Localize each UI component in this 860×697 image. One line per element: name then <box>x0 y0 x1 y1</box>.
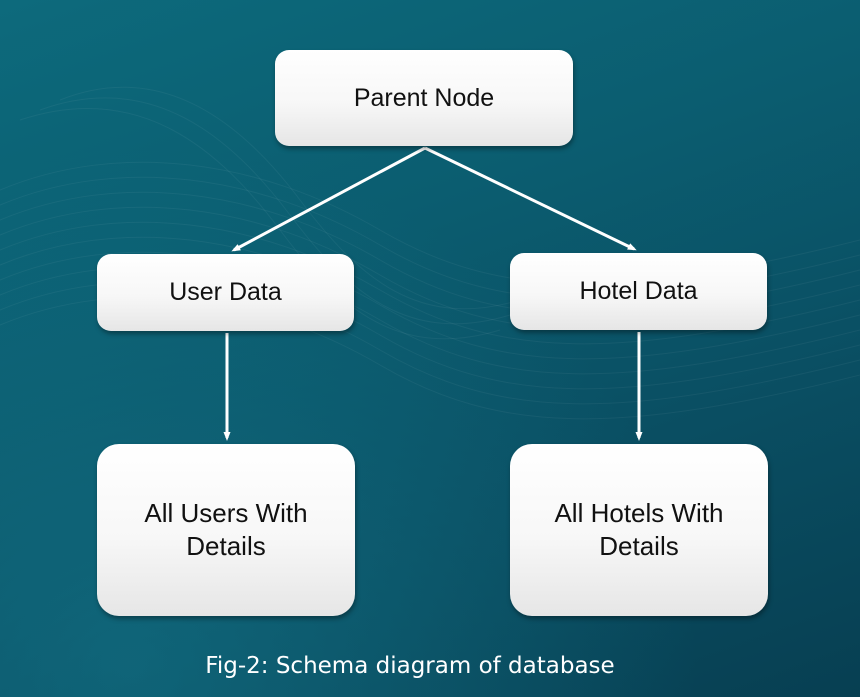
node-user-data: User Data <box>97 254 354 331</box>
node-all-hotels-with-details: All Hotels With Details <box>510 444 768 616</box>
node-hotel-data: Hotel Data <box>510 253 767 330</box>
node-all-hotels-with-details-label: All Hotels With Details <box>554 498 724 561</box>
connector-parent-to-user-data <box>231 146 426 252</box>
node-parent-label: Parent Node <box>353 83 495 112</box>
connector-parent-to-hotel-data <box>424 146 637 251</box>
node-user-data-label: User Data <box>169 278 282 306</box>
node-parent: Parent Node <box>275 50 573 146</box>
node-hotel-data-label: Hotel Data <box>579 277 698 305</box>
node-all-users-with-details-label: All Users With Details <box>144 498 308 561</box>
figure-caption: Fig-2: Schema diagram of database <box>205 653 615 679</box>
node-all-users-with-details: All Users With Details <box>97 444 355 616</box>
